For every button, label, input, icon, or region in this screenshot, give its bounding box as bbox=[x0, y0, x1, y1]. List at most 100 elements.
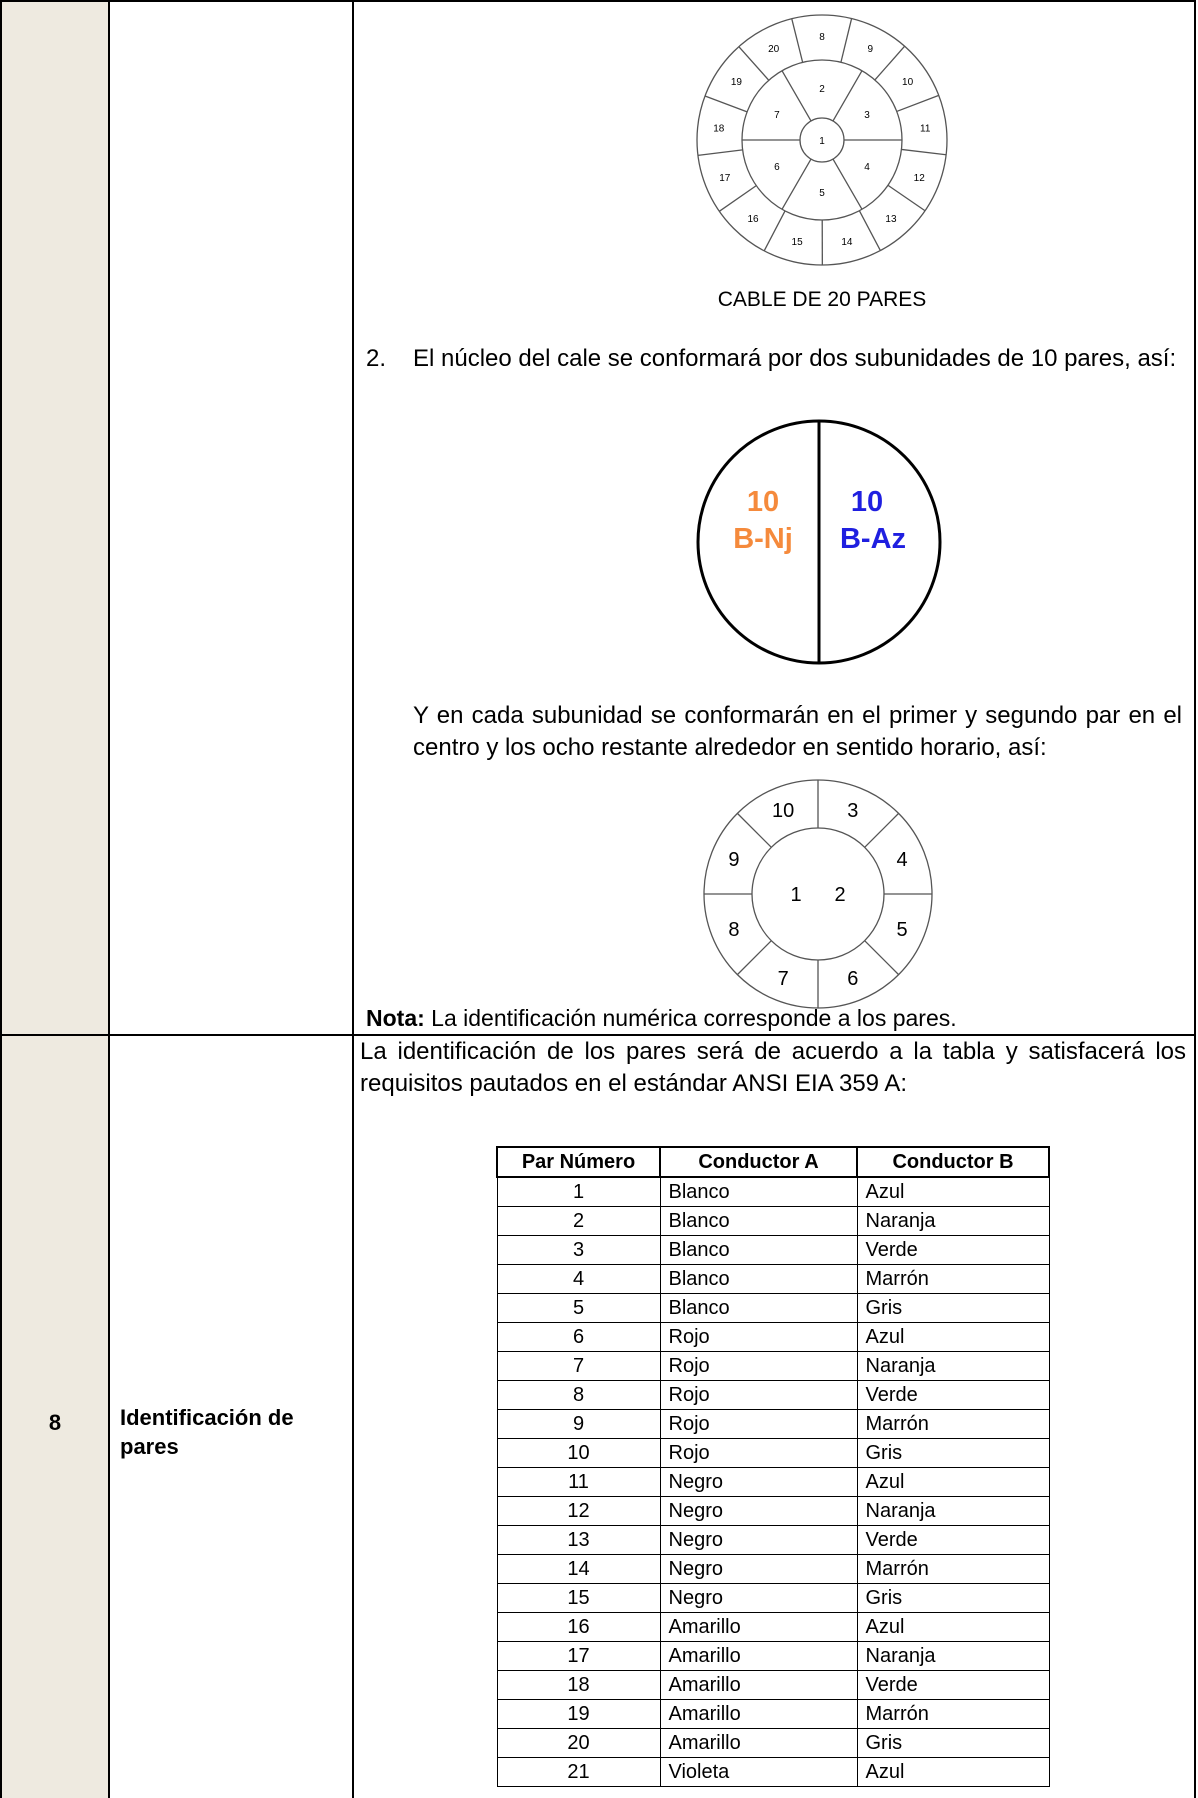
cell-par-numero: 11 bbox=[496, 1467, 661, 1497]
left-border bbox=[0, 0, 2, 1798]
diagram20-label: 14 bbox=[841, 237, 853, 248]
row-intro: La identificación de los pares será de a… bbox=[360, 1038, 1186, 1097]
cell-par-numero: 15 bbox=[496, 1583, 661, 1613]
diagram20-label: 10 bbox=[902, 77, 914, 88]
diagram20-label: 6 bbox=[774, 162, 780, 173]
cell-par-numero: 19 bbox=[496, 1699, 661, 1729]
list-item-text: El núcleo del cale se conformará por dos… bbox=[413, 345, 1177, 372]
cell-conductor-a: Negro bbox=[659, 1496, 858, 1526]
diagram10-label: 9 bbox=[728, 849, 739, 871]
cell-par-numero: 4 bbox=[496, 1264, 661, 1294]
diagram20-label: 19 bbox=[731, 77, 743, 88]
row-title: Identificación de pares bbox=[120, 1405, 294, 1459]
right-border bbox=[1194, 0, 1196, 1798]
cell-conductor-b: Gris bbox=[856, 1438, 1050, 1468]
column-divider-2 bbox=[352, 0, 354, 1798]
cell-conductor-a: Rojo bbox=[659, 1380, 858, 1410]
cell-conductor-a: Blanco bbox=[659, 1206, 858, 1236]
cell-conductor-a: Amarillo bbox=[659, 1612, 858, 1642]
list-item-number: 2. bbox=[366, 345, 387, 372]
subunit-right-count: 10 bbox=[851, 486, 883, 518]
diagram10-label: 8 bbox=[728, 919, 739, 941]
diagram10-label: 5 bbox=[897, 919, 908, 941]
column-divider-1 bbox=[108, 0, 110, 1798]
cell-conductor-b: Marrón bbox=[856, 1554, 1050, 1584]
diagram10-label: 2 bbox=[834, 884, 845, 906]
cell-par-numero: 2 bbox=[496, 1206, 661, 1236]
cell-conductor-a: Rojo bbox=[659, 1351, 858, 1381]
diagram20-label: 13 bbox=[885, 214, 897, 225]
cell-conductor-b: Naranja bbox=[856, 1206, 1050, 1236]
cell-conductor-a: Blanco bbox=[659, 1235, 858, 1265]
cell-conductor-b: Azul bbox=[856, 1322, 1050, 1352]
cell-conductor-a: Rojo bbox=[659, 1322, 858, 1352]
diagram20-label: 2 bbox=[819, 84, 825, 95]
subunit-right-label: B-Az bbox=[840, 523, 906, 555]
cell-conductor-b: Marrón bbox=[856, 1264, 1050, 1294]
cell-conductor-b: Verde bbox=[856, 1380, 1050, 1410]
diagram-caption: CABLE DE 20 PARES bbox=[717, 288, 927, 311]
cell-conductor-a: Negro bbox=[659, 1554, 858, 1584]
cell-conductor-a: Rojo bbox=[659, 1438, 858, 1468]
diagram-two-subunits: 10 B-Nj 10 B-Az bbox=[696, 419, 942, 665]
cell-conductor-b: Azul bbox=[856, 1176, 1050, 1207]
cell-conductor-b: Gris bbox=[856, 1583, 1050, 1613]
cell-conductor-b: Naranja bbox=[856, 1496, 1050, 1526]
row-divider bbox=[0, 1034, 1196, 1036]
diagram10-label: 1 bbox=[790, 884, 801, 906]
diagram20-label: 17 bbox=[719, 173, 731, 184]
subunit-left-count: 10 bbox=[747, 486, 779, 518]
diagram20-label: 3 bbox=[864, 110, 870, 121]
note: Nota: La identificación numérica corresp… bbox=[366, 1002, 1186, 1034]
diagram20-label: 5 bbox=[819, 188, 825, 199]
cell-par-numero: 18 bbox=[496, 1670, 661, 1700]
cell-par-numero: 8 bbox=[496, 1380, 661, 1410]
diagram10-label: 10 bbox=[772, 800, 794, 822]
diagram20-label: 1 bbox=[819, 136, 825, 147]
cell-par-numero: 16 bbox=[496, 1612, 661, 1642]
cell-conductor-a: Amarillo bbox=[659, 1728, 858, 1758]
row-number: 8 bbox=[48, 1410, 62, 1435]
number-column-bg bbox=[2, 2, 108, 1798]
note-text: La identificación numérica corresponde a… bbox=[424, 1005, 957, 1031]
cell-conductor-b: Azul bbox=[856, 1757, 1050, 1787]
cell-par-numero: 5 bbox=[496, 1293, 661, 1323]
cell-conductor-b: Marrón bbox=[856, 1409, 1050, 1439]
diagram20-label: 12 bbox=[914, 173, 926, 184]
cell-par-numero: 13 bbox=[496, 1525, 661, 1555]
cell-par-numero: 10 bbox=[496, 1438, 661, 1468]
cell-conductor-b: Naranja bbox=[856, 1351, 1050, 1381]
cell-conductor-a: Amarillo bbox=[659, 1641, 858, 1671]
cell-conductor-b: Marrón bbox=[856, 1699, 1050, 1729]
cell-par-numero: 17 bbox=[496, 1641, 661, 1671]
cell-conductor-b: Azul bbox=[856, 1612, 1050, 1642]
cell-par-numero: 7 bbox=[496, 1351, 661, 1381]
diagram10-label: 4 bbox=[897, 849, 908, 871]
cell-conductor-b: Gris bbox=[856, 1293, 1050, 1323]
cell-conductor-a: Amarillo bbox=[659, 1670, 858, 1700]
cell-par-numero: 1 bbox=[496, 1176, 661, 1207]
diagram10-label: 7 bbox=[778, 968, 789, 990]
cell-par-numero: 14 bbox=[496, 1554, 661, 1584]
diagram20-label: 11 bbox=[920, 123, 931, 134]
diagram10-label: 3 bbox=[847, 800, 858, 822]
header-conductor-b: Conductor B bbox=[856, 1146, 1050, 1178]
top-border bbox=[0, 0, 1196, 2]
cell-conductor-b: Verde bbox=[856, 1235, 1050, 1265]
diagram20-label: 15 bbox=[792, 237, 804, 248]
